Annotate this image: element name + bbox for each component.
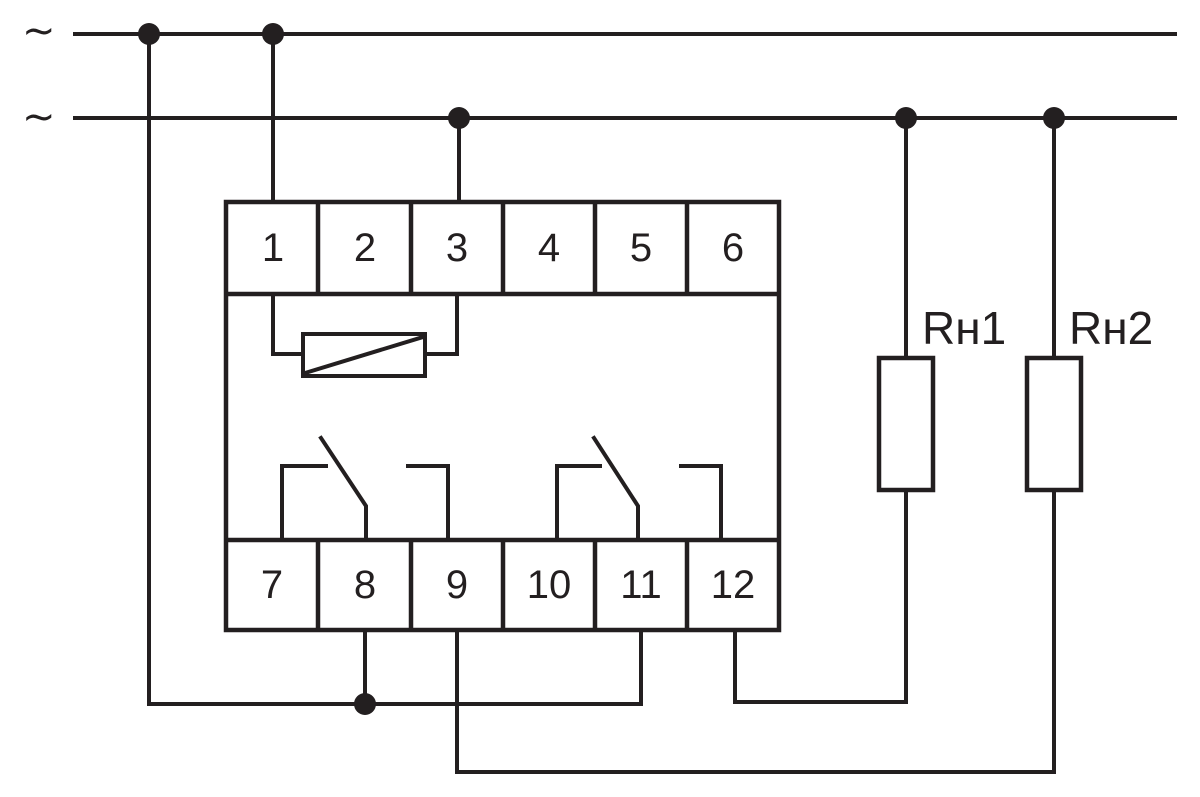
terminal-7: 7 [261, 563, 283, 607]
relay-module: 1 2 3 4 5 6 7 8 9 10 11 12 [223, 199, 782, 633]
junction-dot [1043, 107, 1065, 129]
contact-group-2 [555, 435, 723, 542]
junction-dot [138, 23, 160, 45]
load-2-label: Rн2 [1069, 302, 1153, 354]
junction-dot [895, 107, 917, 129]
junction-dot [262, 23, 284, 45]
load-2: Rн2 [1024, 116, 1153, 493]
wire-terminal-9-to-load-2 [455, 488, 1056, 774]
junction-dot [448, 107, 470, 129]
terminal-12: 12 [711, 563, 756, 607]
contact-group-1 [280, 435, 450, 542]
terminal-2: 2 [354, 226, 376, 270]
load-1-label: Rн1 [922, 302, 1006, 354]
junction-dot [354, 693, 376, 715]
terminal-5: 5 [630, 226, 652, 270]
terminal-8: 8 [354, 563, 376, 607]
wire-terminal-12-to-load-1 [733, 488, 908, 704]
terminal-11: 11 [620, 563, 662, 607]
terminal-9: 9 [446, 563, 468, 607]
supply-line-1-symbol: ~ [22, 8, 56, 54]
supply-line-2-symbol: ~ [22, 94, 56, 140]
relay-coil [271, 292, 459, 378]
terminal-1: 1 [262, 226, 284, 270]
load-2-resistor [1024, 355, 1084, 493]
terminal-3: 3 [446, 226, 468, 270]
load-1-resistor [876, 355, 936, 493]
terminal-4: 4 [538, 226, 560, 270]
wire-common-return [147, 628, 643, 706]
terminal-10: 10 [527, 563, 572, 607]
load-1: Rн1 [876, 116, 1006, 493]
terminal-6: 6 [722, 226, 744, 270]
